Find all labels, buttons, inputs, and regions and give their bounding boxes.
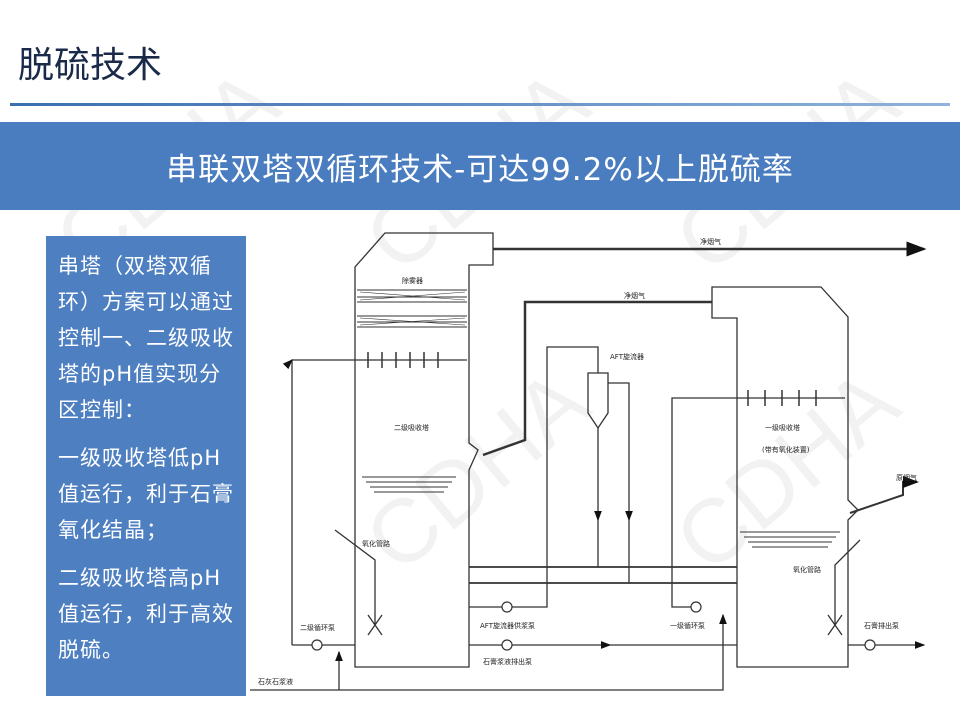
label-clean-gas-mid: 净烟气 [624, 291, 645, 300]
label-agitator-right: 氧化管路 [793, 565, 821, 574]
slide-title: 脱硫技术 [18, 45, 163, 86]
limestone-pipe [250, 613, 727, 691]
raw-gas-pipe [849, 476, 919, 514]
label-pump-gypsum-bleed: 石膏浆液排出泵 [483, 657, 532, 666]
pump-icon [311, 639, 323, 651]
tower2-outline [354, 232, 494, 668]
label-tower1: 一级吸收塔 [765, 423, 800, 432]
title-divider [10, 103, 950, 106]
explanation-paragraph: 一级吸收塔低pH值运行，利于石膏氧化结晶； [58, 446, 234, 542]
demister [357, 289, 467, 328]
pump-icon [690, 601, 702, 613]
label-aft-cyclone: AFT旋流器 [610, 352, 644, 361]
spray-nozzles [367, 352, 817, 406]
label-agitator-left: 氧化管路 [362, 539, 390, 548]
clean-gas-pipe-mid [482, 300, 712, 457]
pump-icon [501, 601, 513, 613]
demister-x [359, 291, 466, 326]
transfer-pipe [469, 566, 737, 584]
agitator-left [334, 529, 383, 636]
tower1-spray-pipe [671, 397, 845, 608]
label-tower2: 二级吸收塔 [394, 423, 429, 432]
label-tower1-note: (带有氧化装置) [762, 445, 810, 454]
aft-loop [469, 346, 599, 608]
banner: 串联双塔双循环技术-可达99.2%以上脱硫率 [0, 122, 960, 210]
agitator-right [827, 539, 861, 636]
tower1-outline [711, 286, 859, 668]
label-pump-tower2: 二级循环泵 [300, 623, 335, 632]
explanation-paragraph: 二级吸收塔高pH值运行，利于高效脱硫。 [58, 566, 234, 662]
label-clean-gas-out: 净烟气 [700, 237, 721, 246]
banner-text: 串联双塔双循环技术-可达99.2%以上脱硫率 [166, 151, 794, 188]
label-pump-tower1: 一级循环泵 [670, 621, 705, 630]
liquid-level [362, 476, 840, 548]
label-demister: 除雾器 [402, 276, 423, 285]
pump-icon [501, 639, 513, 651]
label-raw-gas: 原烟气 [896, 473, 917, 482]
aft-cyclone [587, 372, 609, 430]
explanation-box: 串塔（双塔双循环）方案可以通过控制一、二级吸收塔的pH值实现分区控制： 一级吸收… [46, 236, 246, 696]
tower2-spray-pipe [282, 359, 467, 645]
label-pump-gypsum: 石膏排出泵 [864, 621, 899, 630]
aft-overflow [608, 382, 633, 522]
label-limestone: 石灰石浆液 [258, 677, 293, 686]
pump-icon [864, 639, 876, 651]
explanation-paragraph: 串塔（双塔双循环）方案可以通过控制一、二级吸收塔的pH值实现分区控制： [58, 254, 234, 422]
label-pump-aft: AFT旋流器供浆泵 [480, 621, 535, 630]
